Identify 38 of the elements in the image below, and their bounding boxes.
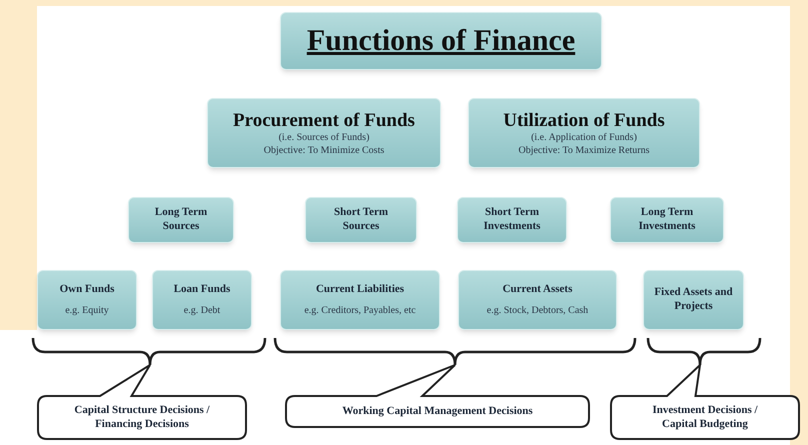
box-heading: Short Term Sources <box>332 206 390 234</box>
box-heading: Current Liabilities <box>316 283 404 297</box>
callout-box <box>610 364 800 440</box>
item-box <box>280 270 440 330</box>
box-heading: Long Term Sources <box>154 206 208 234</box>
box-heading: Current Assets <box>502 283 572 297</box>
box-heading: Short Term Investments <box>482 206 542 234</box>
box-note: e.g. Stock, Debtors, Cash <box>486 304 588 317</box>
box-heading: Long Term Investments <box>638 206 696 234</box>
box-note: Objective: To Maximize Returns <box>518 144 650 158</box>
box-heading: Utilization of Funds <box>503 108 665 132</box>
category-box <box>207 98 441 168</box>
item-box <box>458 270 617 330</box>
subcategory-box <box>128 197 234 243</box>
callout-text: Capital Structure Decisions / Financing Decisions <box>73 404 211 432</box>
box-heading: Procurement of Funds <box>233 108 415 132</box>
callout-box <box>37 364 247 440</box>
item-box <box>152 270 252 330</box>
callout-box <box>285 364 590 428</box>
box-note: e.g. Equity <box>65 304 109 317</box>
subcategory-box <box>457 197 567 243</box>
category-box <box>468 98 700 168</box>
box-heading: Loan Funds <box>174 283 230 297</box>
callout-text: Investment Decisions / Capital Budgeting <box>651 404 759 432</box>
item-box <box>643 270 744 330</box>
box-note: e.g. Debt <box>184 304 220 317</box>
item-box <box>37 270 137 330</box>
box-heading: Fixed Assets and Projects <box>653 286 734 314</box>
box-note: (i.e. Application of Funds) <box>531 132 637 145</box>
box-heading: Own Funds <box>60 283 114 297</box>
title-box <box>280 12 602 70</box>
box-note: (i.e. Sources of Funds) <box>278 132 370 145</box>
box-note: Objective: To Minimize Costs <box>264 144 384 158</box>
box-note: e.g. Creditors, Payables, etc <box>304 304 416 317</box>
callout-text: Working Capital Management Decisions <box>342 404 533 418</box>
box-heading: Functions of Finance <box>306 26 576 56</box>
subcategory-box <box>305 197 417 243</box>
subcategory-box <box>610 197 724 243</box>
